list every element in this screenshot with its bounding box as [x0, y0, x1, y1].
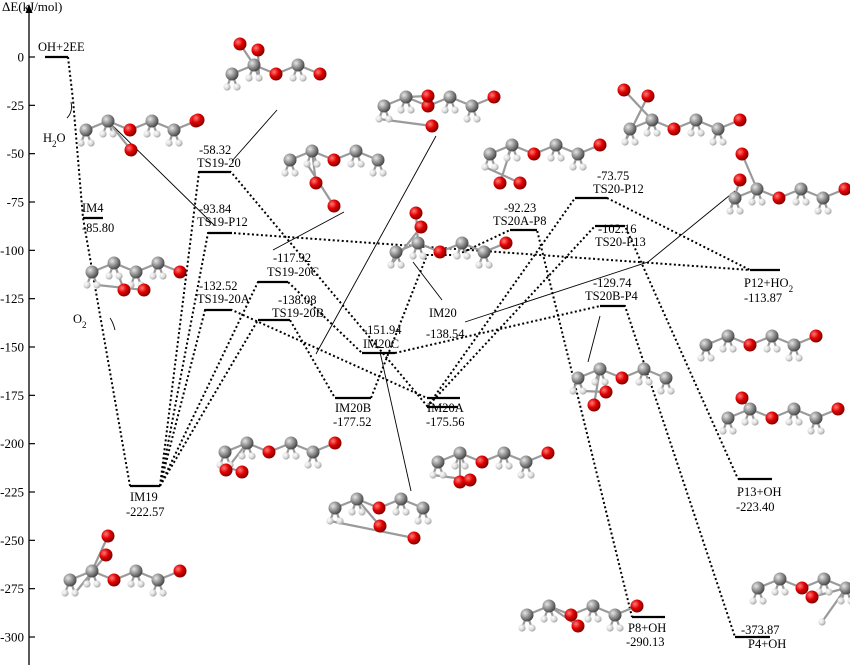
y-tick-label: -300 [0, 630, 24, 645]
y-tick-label: -250 [0, 533, 24, 548]
label-im20b-energy: -177.52 [333, 415, 372, 429]
molecule-im19-a [83, 256, 187, 297]
molecule-top-center [375, 89, 501, 133]
y-tick-label: -175 [0, 388, 24, 403]
label-p8-name: P8+OH [628, 621, 666, 635]
label-p12-name: P12+HO2 [744, 276, 793, 294]
molecule-p4 [749, 572, 850, 626]
label-ts19-p12-name: TS19-P12 [197, 215, 248, 229]
y-tick-label: -75 [7, 195, 24, 210]
label-ts19-p12-energy: -93.84 [199, 202, 232, 216]
molecule-illustrations [61, 37, 850, 633]
label-ts20a-p8-energy: -92.23 [504, 201, 536, 215]
y-tick-label: -100 [0, 243, 24, 258]
label-reactant-name: OH+2EE [38, 40, 85, 54]
label-im20a-name: IM20A [427, 401, 464, 415]
label-im20b-name: IM20B [335, 401, 371, 415]
molecule-top-right [617, 83, 747, 146]
y-tick-label: -225 [0, 485, 24, 500]
label-ts20b-p4-energy: -129.74 [593, 276, 632, 290]
molecule-im20c [326, 492, 432, 545]
molecule-p12 [697, 329, 823, 362]
label-im20a-energy: -175.56 [426, 415, 465, 429]
label-im20c-name: IM20C [363, 337, 399, 351]
label-h2o: H2O [43, 131, 66, 149]
label-ts20-p12-energy: -73.75 [597, 169, 629, 183]
label-p13-name: P13+OH [737, 485, 782, 499]
y-tick-label: -50 [7, 146, 24, 161]
label-p4-name: P4+OH [748, 637, 786, 651]
molecule-p8 [518, 599, 644, 633]
label-p8-energy: -290.13 [626, 635, 665, 649]
label-ts20-p13-name: TS20-P13 [595, 235, 646, 249]
label-im4-name: IM4 [82, 201, 104, 215]
label-ts19-20-name: TS19-20 [197, 156, 241, 170]
energy-levels [45, 55, 780, 639]
label-ts20b-p4-name: TS20B-P4 [585, 289, 639, 303]
y-axis: ΔE(kJ/mol) 0 -25 -50 -75 -100 -125 -150 -175 -20… [0, 0, 62, 665]
molecule-ts20-p13 [726, 147, 850, 215]
label-o2: O2 [73, 312, 87, 330]
label-im4-energy: -85.80 [82, 221, 114, 235]
label-im20-name: IM20 [429, 306, 457, 320]
label-p13-energy-value: -223.40 [736, 500, 775, 514]
y-ticks: 0 -25 -50 -75 -100 -125 -150 -175 -200 -225 -250 -2… [0, 50, 35, 645]
y-tick-label: 0 [18, 50, 25, 65]
molecule-im19-bottom [61, 529, 187, 597]
molecule-p13 [719, 391, 845, 435]
molecule-ts20b-p4 [569, 362, 675, 412]
label-ts19-20c-energy: -117.92 [273, 251, 311, 265]
y-tick-label: -125 [0, 291, 24, 306]
label-ts19-20a-name: TS19-20A [197, 292, 250, 306]
molecule-im20b [216, 436, 342, 479]
label-ts20-p13-energy: -102.16 [598, 222, 637, 236]
molecule-ts20a-p8 [481, 138, 607, 190]
label-p12-energy: -113.87 [744, 291, 782, 305]
molecule-ts19-p12 [281, 144, 387, 213]
y-tick-label: -150 [0, 340, 24, 355]
label-ts19-20c-name: TS19-20C [267, 265, 319, 279]
molecule-im4 [77, 113, 205, 157]
label-im20-energy: -138.54 [426, 327, 465, 341]
label-p4-energy: -373.87 [741, 623, 780, 637]
state-labels: OH+2EE H2O O2 IM4 -85.80 IM19 -222.57 -5… [38, 40, 793, 651]
y-tick-label: -25 [7, 98, 24, 113]
label-im19-energy: -222.57 [126, 505, 165, 519]
label-ts20a-p8-name: TS20A-P8 [493, 214, 546, 228]
label-im20c-energy: -151.94 [363, 323, 402, 337]
label-ts19-20-energy: -58.32 [199, 143, 231, 157]
y-tick-label: -275 [0, 581, 24, 596]
label-ts19-20b-name: TS19-20B [272, 306, 324, 320]
y-tick-label: -200 [0, 436, 24, 451]
molecule-ts19-20 [223, 37, 327, 91]
label-ts20-p12-name: TS20-P12 [593, 182, 644, 196]
molecule-im20 [387, 206, 513, 269]
label-im19-name: IM19 [130, 490, 158, 504]
label-ts19-20b-energy: -138.08 [278, 293, 317, 307]
leader-lines [66, 101, 736, 492]
label-ts19-20a-energy: -132.52 [199, 279, 238, 293]
molecule-im20a [429, 446, 555, 489]
y-axis-label: ΔE(kJ/mol) [2, 0, 62, 14]
